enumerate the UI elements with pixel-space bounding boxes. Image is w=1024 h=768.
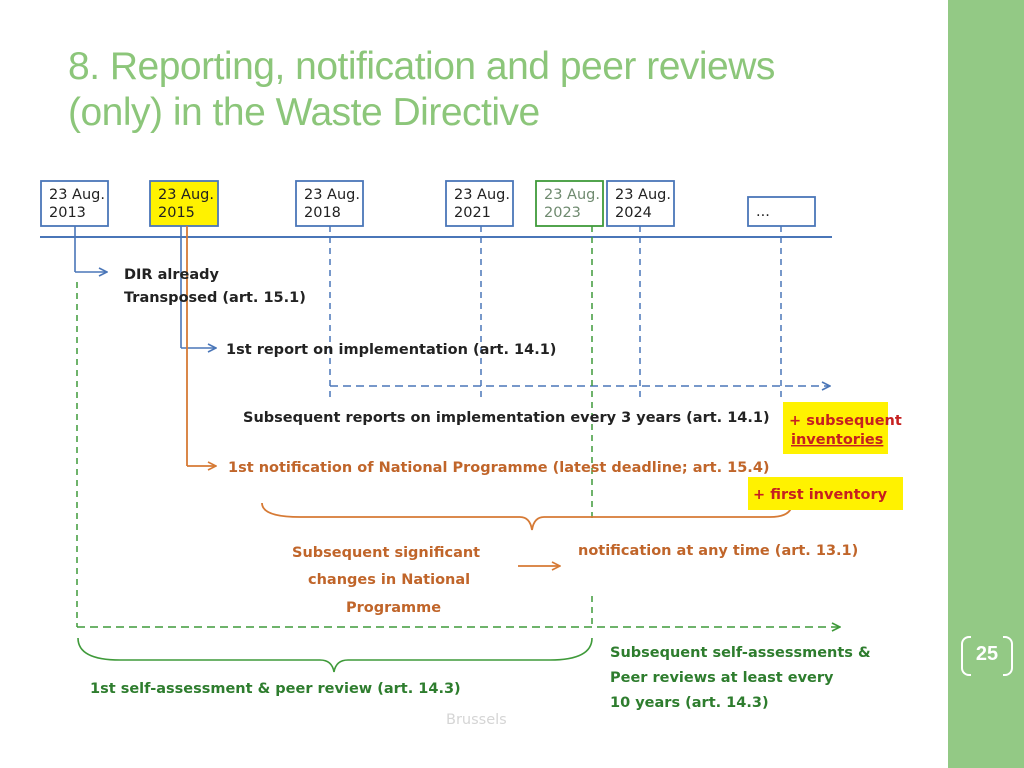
green-brace — [77, 637, 593, 673]
date-box-label: 23 Aug. — [304, 187, 360, 203]
label-subsequent-changes-1: Subsequent significant — [292, 545, 480, 561]
label-notification-anytime: notification at any time (art. 13.1) — [578, 543, 858, 559]
label-subsequent-self-1: Subsequent self-assessments & — [610, 645, 871, 661]
label-subsequent-inventories-1: + subsequent — [789, 413, 902, 429]
timeline-diagram: 23 Aug. 2013 23 Aug. 2015 23 Aug. 2018 2… — [40, 180, 903, 728]
date-box-label: 23 Aug. — [454, 187, 510, 203]
date-box-label: ... — [756, 204, 770, 220]
date-box-2013: 23 Aug. 2013 — [40, 180, 109, 227]
date-box-2015: 23 Aug. 2015 — [149, 180, 219, 227]
date-box-label: 23 Aug. — [544, 187, 600, 203]
label-subsequent-self-2: Peer reviews at least every — [610, 670, 834, 686]
label-subsequent-inventories-2: inventories — [791, 432, 883, 448]
page-number: 25 — [975, 643, 999, 665]
right-bracket-icon — [1003, 636, 1013, 676]
date-box-label: 23 Aug. — [615, 187, 671, 203]
slide-title: 8. Reporting, notification and peer revi… — [68, 44, 928, 136]
date-box-2023: 23 Aug. 2023 — [535, 180, 604, 227]
slide-title-line-2: (only) in the Waste Directive — [68, 91, 540, 134]
watermark-text: Brussels — [446, 712, 507, 728]
date-box-year: 2024 — [615, 205, 652, 221]
label-subsequent-reports: Subsequent reports on implementation eve… — [243, 410, 770, 426]
date-box-year: 2021 — [454, 205, 491, 221]
label-first-report: 1st report on implementation (art. 14.1) — [226, 342, 556, 358]
date-box-year: 2015 — [158, 205, 195, 221]
date-box-future: ... — [747, 196, 816, 227]
slide-title-line-1: 8. Reporting, notification and peer revi… — [68, 45, 775, 88]
label-first-inventory: + first inventory — [753, 487, 888, 503]
label-subsequent-changes-2: changes in National — [308, 572, 470, 588]
left-bracket-icon — [961, 636, 971, 676]
orange-brace — [261, 502, 793, 531]
label-first-notification: 1st notification of National Programme (… — [228, 460, 770, 476]
date-box-2024: 23 Aug. 2024 — [606, 180, 675, 227]
date-box-2018: 23 Aug. 2018 — [295, 180, 364, 227]
label-subsequent-changes-3: Programme — [346, 600, 441, 616]
date-box-year: 2013 — [49, 205, 86, 221]
label-subsequent-self-3: 10 years (art. 14.3) — [610, 695, 769, 711]
label-first-self-assessment: 1st self-assessment & peer review (art. … — [90, 681, 461, 697]
date-box-2021: 23 Aug. 2021 — [445, 180, 514, 227]
highlight-subsequent-inventories — [783, 402, 888, 454]
highlight-first-inventory — [748, 477, 903, 510]
date-box-label: 23 Aug. — [49, 187, 105, 203]
label-dir-already: DIR already — [124, 267, 220, 283]
page-number-badge: 25 — [959, 630, 1015, 678]
label-transposed: Transposed (art. 15.1) — [124, 290, 306, 306]
date-box-year: 2023 — [544, 205, 581, 221]
date-box-label: 23 Aug. — [158, 187, 214, 203]
date-box-year: 2018 — [304, 205, 341, 221]
